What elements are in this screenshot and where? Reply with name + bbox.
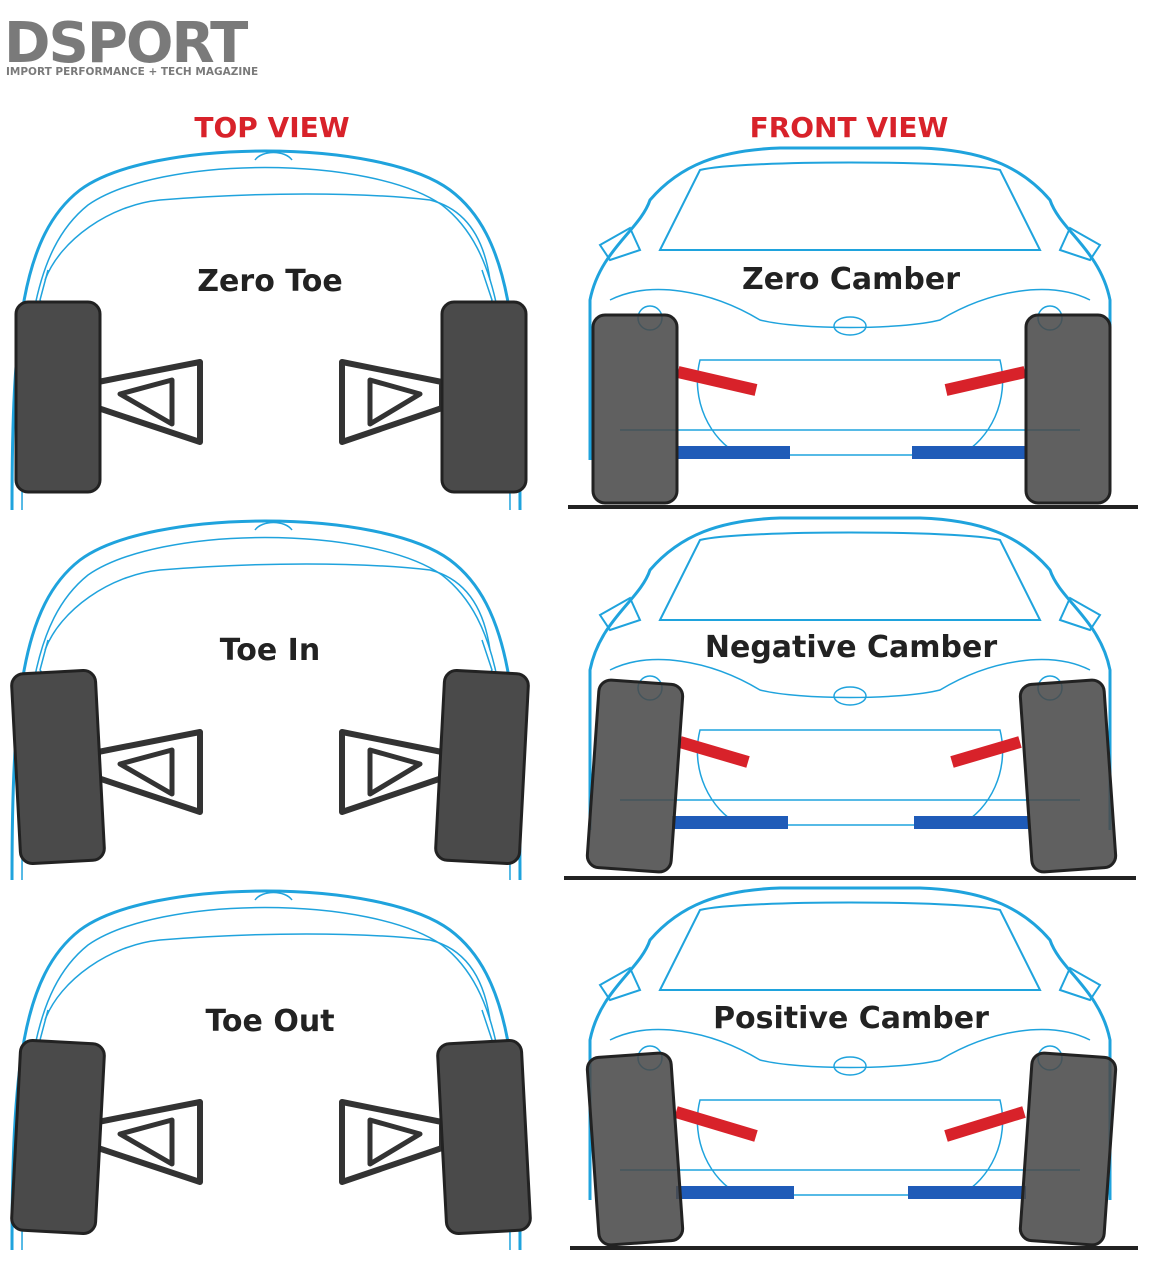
top-view-title: TOP VIEW bbox=[194, 111, 349, 144]
left-tire bbox=[14, 300, 102, 494]
left-upper-arm bbox=[678, 736, 750, 768]
right-tire bbox=[436, 1039, 532, 1235]
left-a-arm bbox=[98, 362, 200, 442]
toe-out-panel: Toe Out bbox=[10, 889, 532, 1252]
positive-camber-panel: Positive Camber bbox=[570, 886, 1138, 1250]
zero-toe-label: Zero Toe bbox=[197, 264, 342, 299]
negative-camber-label: Negative Camber bbox=[705, 630, 997, 665]
left-lower-arm bbox=[676, 446, 790, 459]
right-lower-arm bbox=[914, 816, 1030, 829]
left-tire bbox=[585, 678, 685, 874]
negative-camber-panel: Negative Camber bbox=[564, 516, 1136, 880]
front-view-title: FRONT VIEW bbox=[750, 111, 949, 144]
toe-out-label: Toe Out bbox=[205, 1004, 334, 1039]
toe-in-panel: Toe In bbox=[10, 519, 530, 882]
right-tire bbox=[1018, 1051, 1118, 1247]
left-upper-arm bbox=[676, 366, 758, 396]
positive-camber-label: Positive Camber bbox=[713, 1001, 989, 1036]
right-upper-arm bbox=[950, 736, 1022, 768]
right-tire bbox=[440, 300, 528, 494]
left-lower-arm bbox=[676, 1186, 794, 1199]
zero-camber-panel: Zero Camber bbox=[568, 146, 1138, 509]
right-upper-arm bbox=[944, 1106, 1026, 1142]
logo-tagline: IMPORT PERFORMANCE + TECH MAGAZINE bbox=[6, 66, 258, 78]
right-tire bbox=[434, 669, 530, 865]
right-lower-arm bbox=[912, 446, 1026, 459]
left-upper-arm bbox=[674, 1106, 758, 1142]
right-a-arm bbox=[342, 362, 442, 442]
toe-in-label: Toe In bbox=[220, 633, 320, 668]
left-lower-arm bbox=[672, 816, 788, 829]
dsport-logo: DSPORT IMPORT PERFORMANCE + TECH MAGAZIN… bbox=[4, 11, 258, 78]
right-tire bbox=[1024, 313, 1112, 505]
left-a-arm bbox=[98, 732, 200, 812]
right-upper-arm bbox=[944, 366, 1027, 396]
left-tire bbox=[585, 1051, 685, 1247]
right-a-arm bbox=[342, 732, 442, 812]
right-tire bbox=[1018, 678, 1118, 874]
left-a-arm bbox=[98, 1102, 200, 1182]
zero-toe-panel: Zero Toe bbox=[10, 149, 528, 512]
left-tire bbox=[10, 1039, 106, 1235]
left-tire bbox=[591, 313, 679, 505]
right-a-arm bbox=[342, 1102, 442, 1182]
left-tire bbox=[10, 669, 106, 865]
logo-wordmark: DSPORT bbox=[4, 11, 248, 76]
right-lower-arm bbox=[908, 1186, 1026, 1199]
zero-camber-label: Zero Camber bbox=[742, 262, 960, 297]
